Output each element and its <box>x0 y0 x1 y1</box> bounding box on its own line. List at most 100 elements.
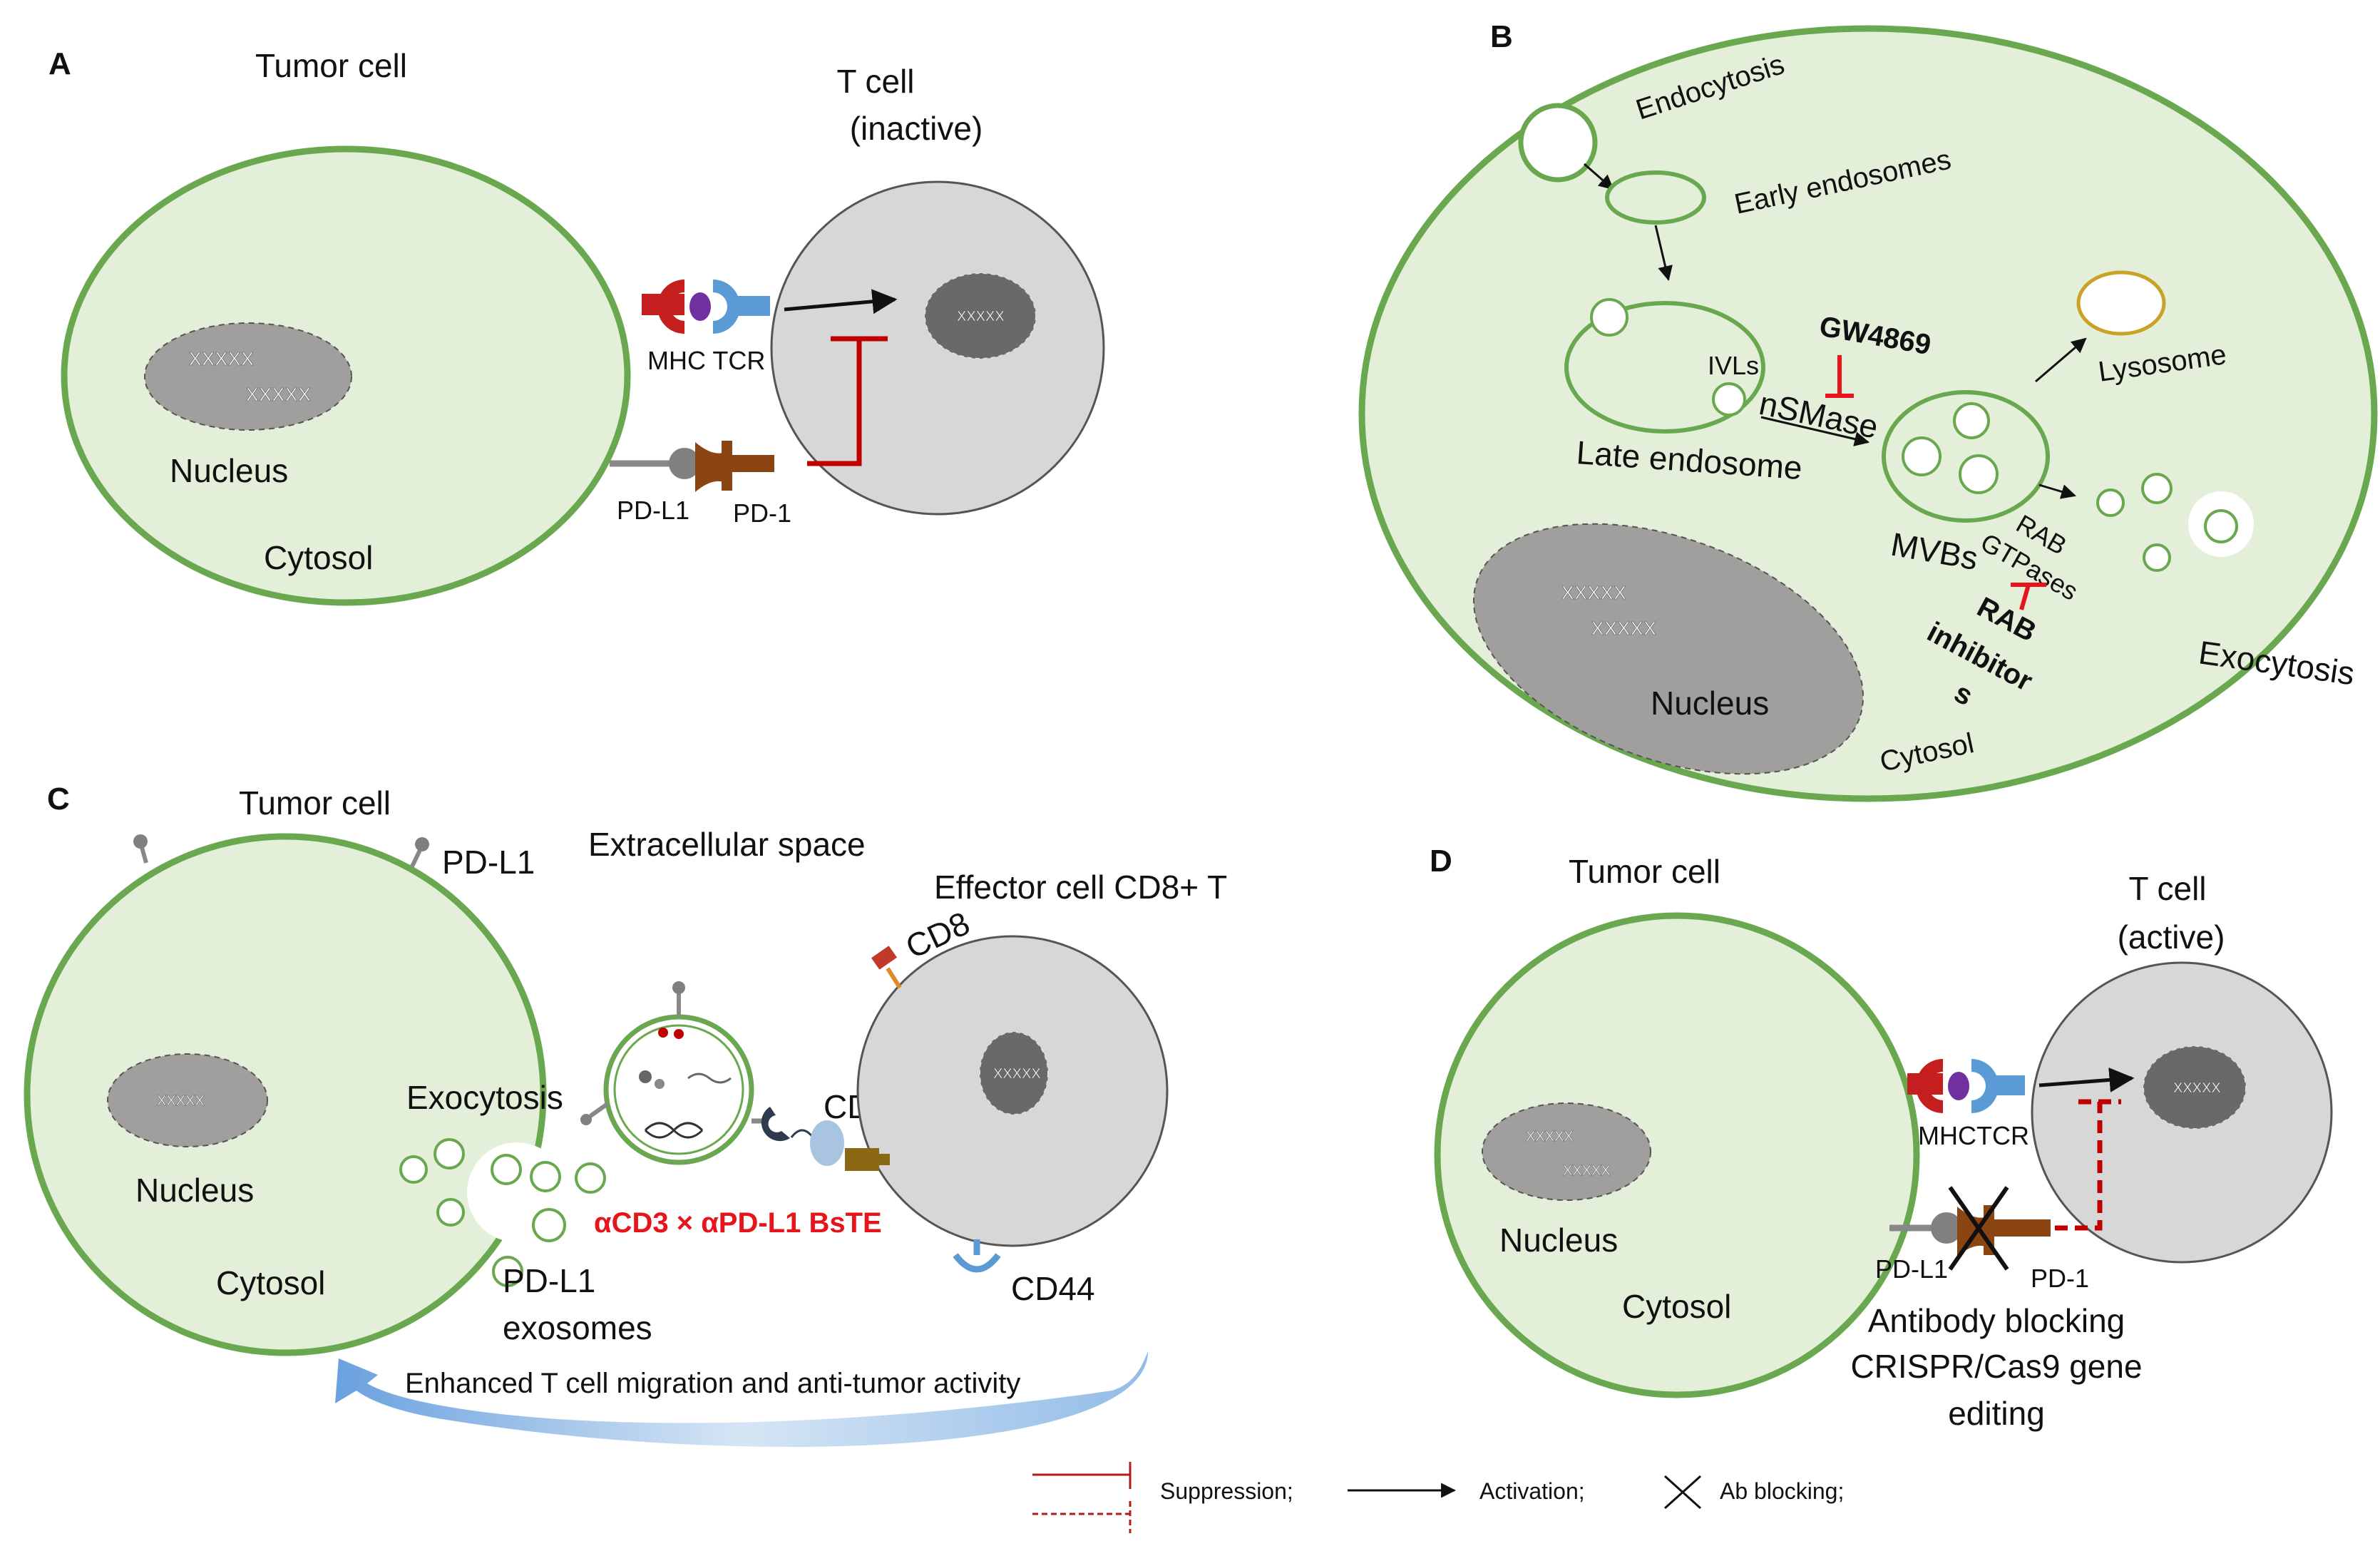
panel-c-nucleus-label: Nucleus <box>135 1172 254 1209</box>
panel-a-cytosol-label: Cytosol <box>264 539 373 576</box>
panel-d-blocked-suppression-line <box>2055 1099 2121 1231</box>
panel-c-pdl1-head-1 <box>133 834 148 849</box>
panel-c-pdl1-label: PD-L1 <box>442 844 535 881</box>
panel-a-tcell-title-2: (inactive) <box>850 110 983 147</box>
panel-b-rab-inhibition <box>2011 583 2046 610</box>
panel-c-effector-label: Effector cell CD8+ T <box>934 869 1227 906</box>
panel-c-large-exosome-inner <box>613 1024 744 1155</box>
panel-b-endocytosis-pit <box>1518 103 1598 183</box>
panel-c-cargo-2 <box>674 1029 684 1039</box>
panel-d-dna-1: XXXXX <box>1526 1129 1574 1145</box>
panel-c-bste-cd3-binder <box>810 1120 844 1166</box>
panel-b-dna-2: XXXXX <box>1591 618 1657 639</box>
panel-c-exosome-8 <box>492 1256 523 1287</box>
panel-d-nucleus-label: Nucleus <box>1499 1222 1618 1259</box>
panel-d-label: D <box>1430 844 1452 879</box>
panel-d-pd1-label: PD-1 <box>2031 1264 2089 1293</box>
panel-a-tcell-title-1: T cell <box>836 63 914 100</box>
panel-c-cd3-stem <box>877 1154 890 1165</box>
panel-b-gw4869-inhibition <box>1825 355 1854 398</box>
panel-c-enhanced-label: Enhanced T cell migration and anti-tumor… <box>405 1368 1020 1399</box>
panel-b-early-endosome <box>1605 170 1706 225</box>
panel-a-pd1-label: PD-1 <box>733 498 791 528</box>
panel-c-tumor-cell <box>24 833 547 1356</box>
panel-a-suppression-line <box>807 336 888 466</box>
panel-d-nucleus <box>1482 1102 1651 1201</box>
panel-b-mvb-vesicle-1 <box>1902 436 1942 476</box>
panel-b-ivl-bud-2 <box>1712 382 1746 416</box>
panel-b-mvb-vesicle-3 <box>1959 454 1999 494</box>
panel-c-dna: XXXXX <box>157 1093 205 1109</box>
panel-c-pdl1-marker-2 <box>410 847 423 868</box>
panel-a-activation-arrow <box>784 289 898 314</box>
legend-suppression-solid-icon <box>1032 1462 1132 1489</box>
panel-a-mhc-tcr-label: MHC TCR <box>647 346 765 375</box>
panel-c-cd3-receptor <box>845 1148 879 1171</box>
panel-c-enhanced-arrow <box>335 1351 1148 1447</box>
panel-c-label: C <box>47 782 70 817</box>
panel-c-pdl1-head-2 <box>415 837 429 851</box>
panel-b-arrow-lysosome <box>2035 337 2087 383</box>
panel-c-exosome-3 <box>436 1198 465 1227</box>
panel-b-exosome-4 <box>2204 509 2238 543</box>
panel-d-tumor-cell <box>1434 912 1920 1398</box>
panel-d-ab-blocking-cross-icon <box>1948 1186 2009 1271</box>
panel-c-exosome-1 <box>399 1155 428 1184</box>
panel-d-tcell-dna: XXXXX <box>2173 1080 2221 1096</box>
panel-a-tcell <box>770 180 1105 516</box>
panel-c-nucleus <box>107 1053 268 1147</box>
panel-c-exosome-4 <box>491 1154 522 1185</box>
panel-c-exosome-2 <box>434 1138 465 1169</box>
panel-b-arrow-2 <box>1654 225 1673 282</box>
panel-d-mhc-tcr-complex <box>1907 1059 2025 1113</box>
legend-ab-blocking-cross-icon <box>1663 1475 1702 1510</box>
panel-c-cd44-receptor <box>953 1239 1001 1273</box>
legend-suppression-label: Suppression; <box>1160 1478 1293 1504</box>
panel-b-exosome-3 <box>2143 543 2171 572</box>
panel-c-exo-pdl1-left <box>580 1114 592 1125</box>
panel-d-tcell-nucleus <box>2143 1045 2247 1130</box>
panel-c-exosome-5 <box>530 1161 561 1192</box>
panel-d-cytosol-label: Cytosol <box>1622 1288 1731 1325</box>
panel-a-pdl1-pd1-complex <box>610 441 774 492</box>
panel-b-nucleus-label: Nucleus <box>1651 685 1769 722</box>
legend-ab-blocking-label: Ab blocking; <box>1720 1478 1844 1504</box>
panel-d-tumor-cell-title: Tumor cell <box>1569 853 1720 890</box>
legend-suppression-dashed-icon <box>1032 1501 1132 1533</box>
legend: Suppression; Activation; Ab blocking; <box>1032 1462 1844 1533</box>
panel-d-tcell-title-2: (active) <box>2118 918 2225 956</box>
panel-b-label: B <box>1490 19 1513 54</box>
panel-b-mvb-vesicle-2 <box>1953 402 1990 439</box>
panel-c-exocytosis-label: Exocytosis <box>406 1079 563 1116</box>
panel-b: B Endocytosis Early endosomes IVLs Late … <box>1358 19 2378 802</box>
panel-a-nucleus-label: Nucleus <box>170 452 288 489</box>
panel-b-lysosome <box>2076 270 2166 336</box>
panel-b-arrow-3 <box>1760 416 1870 446</box>
panel-c-exosome-6 <box>532 1208 566 1242</box>
panel-c-cd44-label: CD44 <box>1011 1270 1095 1307</box>
panel-d-blocking-label-2: CRISPR/Cas9 gene <box>1850 1348 2142 1385</box>
panel-d-blocking-label-1: Antibody blocking <box>1868 1302 2125 1339</box>
panel-d: D Tumor cell XXXXX XXXXX Nucleus Cytosol… <box>1430 844 2333 1432</box>
panel-a-tumor-cell-title: Tumor cell <box>255 47 407 84</box>
panel-c: C Tumor cell PD-L1 XXXXX Nucleus Cytosol… <box>24 782 1227 1447</box>
panel-c-effector-nucleus <box>979 1031 1049 1115</box>
panel-d-blocking-label-3: editing <box>1948 1395 2045 1432</box>
panel-c-exo-pdl1-top <box>672 981 685 994</box>
panel-a-dna-1: XXXXX <box>189 348 255 369</box>
panel-c-cargo-dna <box>644 1122 704 1139</box>
panel-c-tumor-cell-title: Tumor cell <box>239 784 391 821</box>
panel-d-mhctcr-label: MHCTCR <box>1918 1121 2029 1150</box>
panel-c-cargo-rna <box>687 1073 732 1084</box>
panel-a-tcell-dna: XXXXX <box>957 309 1005 324</box>
panel-a-pdl1-label: PD-L1 <box>617 496 689 525</box>
panel-c-exosome-7 <box>575 1162 606 1194</box>
panel-a: A Tumor cell XXXXX XXXXX Nucleus Cytosol… <box>48 46 1105 606</box>
panel-b-mvb <box>1882 390 2050 523</box>
panel-c-bste-antibody <box>761 1107 790 1142</box>
panel-a-label: A <box>48 46 71 81</box>
panel-b-arrow-exo <box>2038 483 2077 499</box>
panel-b-exosome-2 <box>2141 473 2173 504</box>
panel-a-tcell-nucleus <box>924 272 1037 359</box>
